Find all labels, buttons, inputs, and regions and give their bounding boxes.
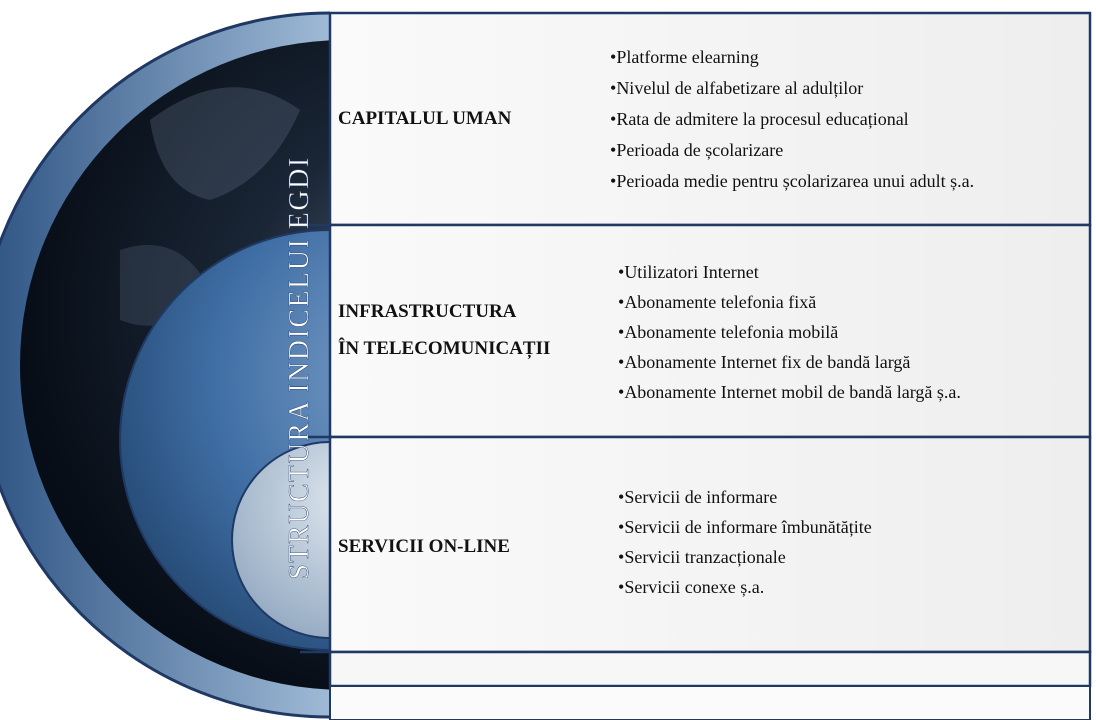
list-item: •Servicii de informare îmbunătățite bbox=[618, 517, 872, 537]
list-item: •Utilizatori Internet bbox=[618, 262, 759, 282]
list-item: •Servicii tranzacționale bbox=[618, 547, 786, 567]
panel-servicii-online bbox=[328, 435, 1092, 654]
row-heading-infrastructura-line2: ÎN TELECOMUNICAȚII bbox=[338, 337, 550, 359]
list-item: •Perioada medie pentru școlarizarea unui… bbox=[610, 171, 974, 191]
list-item: •Rata de admitere la procesul educaționa… bbox=[610, 109, 909, 129]
row-heading-capitalul-uman: CAPITALUL UMAN bbox=[338, 108, 512, 129]
panel-infrastructura bbox=[328, 223, 1092, 439]
panel-capitalul-uman bbox=[328, 11, 1092, 227]
list-item: •Abonamente telefonia fixă bbox=[618, 292, 816, 312]
bottom-band-2 bbox=[329, 685, 1091, 720]
bottom-band bbox=[328, 650, 1092, 688]
list-item: •Abonamente telefonia mobilă bbox=[618, 322, 838, 342]
list-item: •Nivelul de alfabetizare al adulților bbox=[610, 78, 863, 98]
list-item: •Perioada de școlarizare bbox=[610, 140, 783, 160]
list-servicii-online: •Servicii de informare •Servicii de info… bbox=[618, 487, 872, 597]
list-infrastructura: •Utilizatori Internet •Abonamente telefo… bbox=[618, 262, 961, 402]
list-item: •Servicii conexe ș.a. bbox=[618, 577, 764, 597]
list-item: •Abonamente Internet fix de bandă largă bbox=[618, 352, 910, 372]
list-capitalul-uman: •Platforme elearning •Nivelul de alfabet… bbox=[610, 47, 974, 191]
row-heading-infrastructura: INFRASTRUCTURA bbox=[338, 301, 517, 322]
row-heading-servicii-online: SERVICII ON-LINE bbox=[338, 536, 510, 557]
list-item: •Platforme elearning bbox=[610, 47, 759, 67]
vertical-title: STRUCTURA INDICELUI EGDI bbox=[284, 156, 315, 579]
list-item: •Abonamente Internet mobil de bandă larg… bbox=[618, 382, 961, 402]
list-item: •Servicii de informare bbox=[618, 487, 777, 507]
